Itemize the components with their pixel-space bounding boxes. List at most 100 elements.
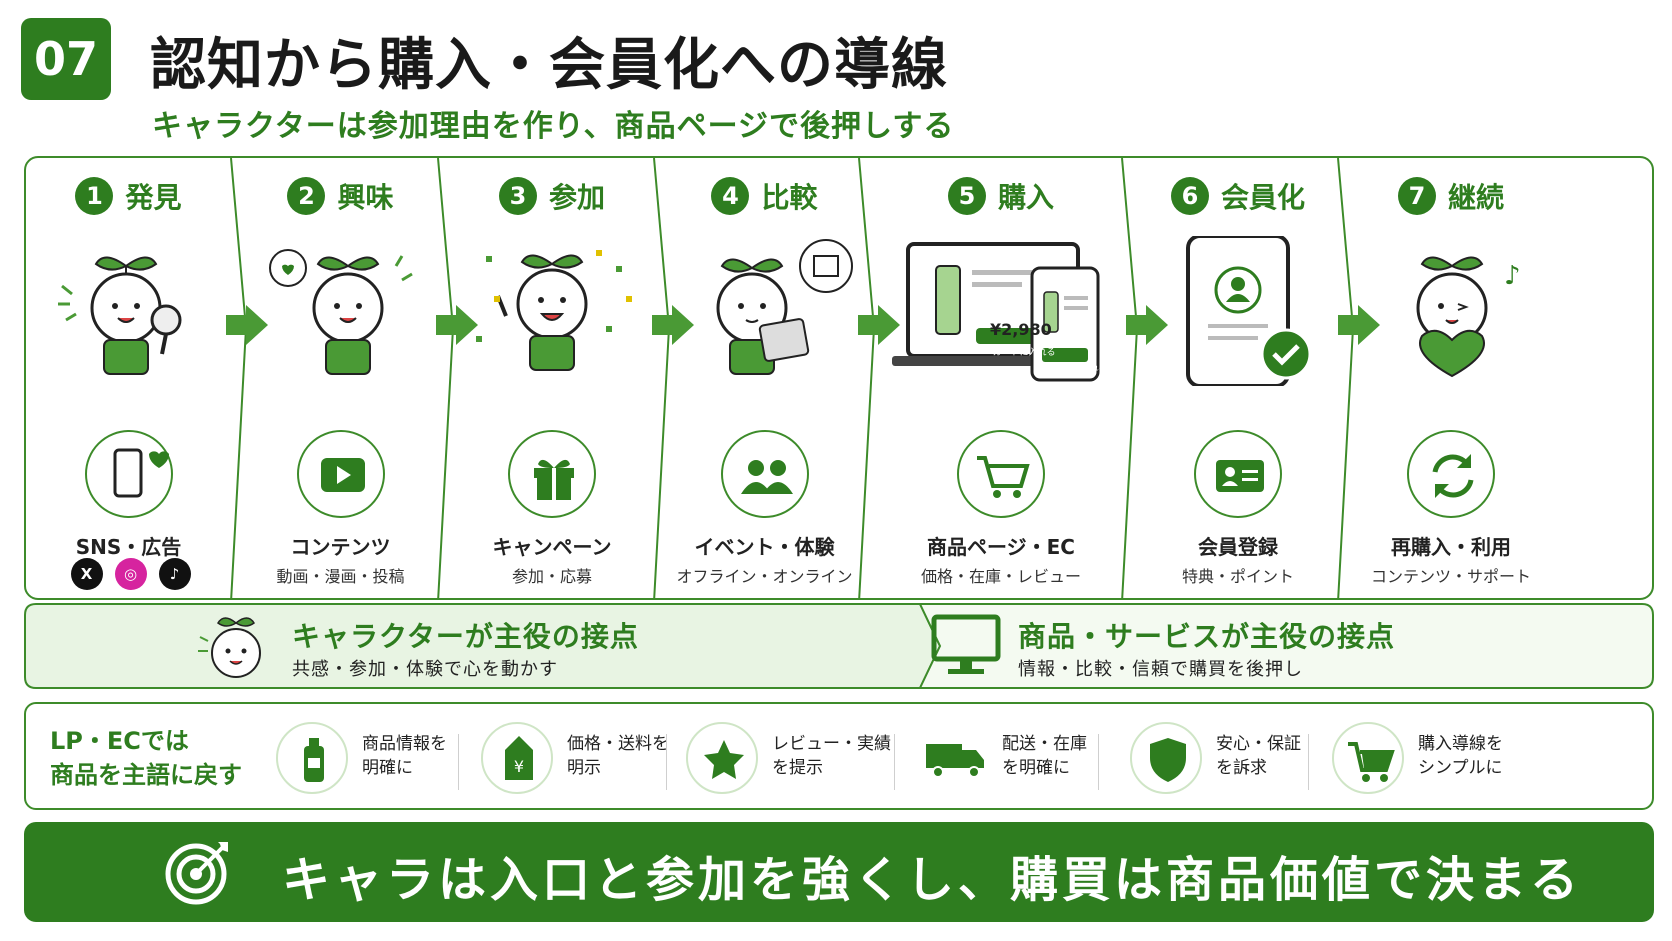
character-touchpoint-band: キャラクターが主役の接点 共感・参加・体験で心を動かす (24, 605, 914, 687)
channel-sub: 価格・在庫・レビュー (920, 567, 1081, 586)
sprout-mascot-magnifier-illustration (58, 256, 182, 375)
refresh-icon (1407, 430, 1495, 518)
step-name: 比較 (761, 181, 818, 214)
step-name: 購入 (997, 181, 1054, 214)
divider (1098, 734, 1099, 790)
step-number: 4 (711, 177, 750, 215)
tip-text: 安心・保証を訴求 (1216, 734, 1301, 778)
channel-label: SNS・広告 (75, 535, 182, 559)
key-message-banner: キャラは入口と参加を強くし、購買は商品価値で決まる (24, 822, 1654, 922)
step-heading: 5 購入 (872, 176, 1130, 216)
step-number: 7 (1397, 177, 1436, 215)
divider (458, 734, 459, 790)
sprout-mascot-heart-illustration (269, 249, 413, 375)
band-subtitle: 共感・参加・体験で心を動かす (292, 659, 558, 680)
shield-icon (1130, 722, 1202, 794)
lp-ec-tips-panel: LP・ECでは 商品を主語に戻す 商品情報を明確に ¥ 価格・送料を明示 レビュ… (24, 702, 1654, 810)
member-card-icon (1194, 430, 1282, 518)
tip-text: 配送・在庫を明確に (1002, 734, 1087, 778)
add-to-cart-text: カートに入れる (992, 348, 1056, 358)
section-number-badge: 07 (21, 18, 111, 100)
page-title: 認知から購入・会員化への導線 (150, 33, 948, 98)
svg-text:¥: ¥ (514, 757, 524, 776)
tips-heading-line2: 商品を主語に戻す (50, 761, 242, 789)
channel-label: 商品ページ・EC (927, 535, 1075, 559)
sprout-mascot-celebrating-illustration (476, 250, 632, 371)
people-icon (720, 430, 809, 518)
step-heading: 6 会員化 (1132, 176, 1344, 216)
sprout-mascot-tablet-illustration (716, 239, 853, 375)
band-title: キャラクターが主役の接点 (292, 620, 639, 653)
step-interest: 2 興味 コンテンツ 動画・漫画・投稿 (238, 158, 443, 598)
step-number: 6 (1170, 177, 1209, 215)
instagram-logo-icon: ◎ (114, 558, 147, 590)
bottle-icon (276, 722, 348, 794)
divider (1308, 734, 1309, 790)
tips-heading-line1: LP・ECでは (50, 727, 189, 755)
tips-heading: LP・ECでは 商品を主語に戻す (50, 724, 242, 792)
divider (666, 734, 667, 790)
target-icon (165, 842, 228, 905)
band-title: 商品・サービスが主役の接点 (1018, 620, 1396, 653)
cart-icon (957, 430, 1045, 518)
step-heading: 2 興味 (238, 176, 443, 216)
channel-sub: 参加・応募 (511, 567, 592, 586)
phone-add-to-cart-text: カートに入れる (1056, 364, 1106, 372)
step-number: 3 (498, 177, 537, 215)
step-number: 1 (75, 177, 114, 215)
monitor-icon (931, 614, 1001, 674)
price-text: ¥2,980 (990, 320, 1052, 339)
step-name: 興味 (337, 181, 394, 214)
cart-icon (1332, 722, 1404, 794)
tip-text: 価格・送料を明示 (567, 734, 669, 778)
truck-icon (922, 722, 994, 794)
funnel-steps-panel: 1 発見 SNS・広告 X ◎ ♪ 2 (24, 156, 1654, 600)
key-message-text: キャラは入口と参加を強くし、購買は商品価値で決まる (282, 852, 1583, 908)
play-icon (296, 430, 385, 518)
laptop-phone-ec-illustration (892, 242, 1100, 382)
star-icon (686, 722, 758, 794)
divider (894, 734, 895, 790)
step-name: 参加 (548, 181, 605, 214)
step-membership: 6 会員化 会員登録 特典・ポイント (1132, 158, 1344, 598)
step-name: 会員化 (1220, 181, 1305, 214)
step-heading: 3 参加 (446, 176, 658, 216)
step-number: 2 (287, 177, 326, 215)
social-icons: X ◎ ♪ (70, 558, 191, 590)
step-participation: 3 参加 キャンペーン 参加・応募 (446, 158, 658, 598)
step-heading: 1 発見 (26, 176, 231, 216)
x-logo-icon: X (70, 558, 103, 590)
sprout-mascot-heart-hug-illustration: ♪ (1416, 256, 1521, 378)
channel-sub: 特典・ポイント (1181, 567, 1294, 586)
tiktok-logo-icon: ♪ (158, 558, 191, 590)
channel-sub: 動画・漫画・投稿 (276, 567, 405, 586)
band-subtitle: 情報・比較・信頼で購買を後押し (1018, 659, 1303, 680)
svg-text:♪: ♪ (1504, 261, 1521, 291)
step-name: 継続 (1447, 181, 1504, 214)
product-touchpoint-band: 商品・サービスが主役の接点 情報・比較・信頼で購買を後押し (930, 605, 1650, 687)
step-heading: 7 継続 (1348, 176, 1554, 216)
step-retention: 7 継続 ♪ 再購入・利用 コンテンツ・サポート (1348, 158, 1554, 598)
tip-text: 購入導線をシンプルに (1418, 734, 1503, 778)
gift-icon (508, 430, 596, 518)
step-number: 5 (947, 177, 986, 215)
channel-label: イベント・体験 (694, 535, 835, 559)
phone-member-registration-illustration (1186, 236, 1312, 386)
channel-label: キャンペーン (492, 535, 612, 559)
sprout-face-icon (198, 617, 261, 678)
channel-label: コンテンツ (290, 535, 391, 559)
smartphone-heart-icon (84, 430, 173, 518)
step-name: 発見 (125, 181, 182, 214)
channel-sub: オフライン・オンライン (676, 567, 853, 586)
tip-text: レビュー・実績を提示 (772, 734, 891, 778)
step-heading: 4 比較 (662, 176, 867, 216)
step-dividers (226, 158, 1380, 598)
channel-label: 再購入・利用 (1391, 535, 1511, 559)
step-purchase: 5 購入 ¥2,980 カートに入れる カートに入れる 商品ページ・EC 価格・… (872, 158, 1130, 598)
price-tag-icon: ¥ (481, 722, 553, 794)
step-discovery: 1 発見 SNS・広告 X ◎ ♪ (26, 158, 231, 598)
tip-text: 商品情報を明確に (362, 734, 447, 778)
channel-sub: コンテンツ・サポート (1370, 567, 1531, 586)
channel-label: 会員登録 (1198, 535, 1278, 559)
step-comparison: 4 比較 イベント・体験 オフライン・オンライン (662, 158, 867, 598)
